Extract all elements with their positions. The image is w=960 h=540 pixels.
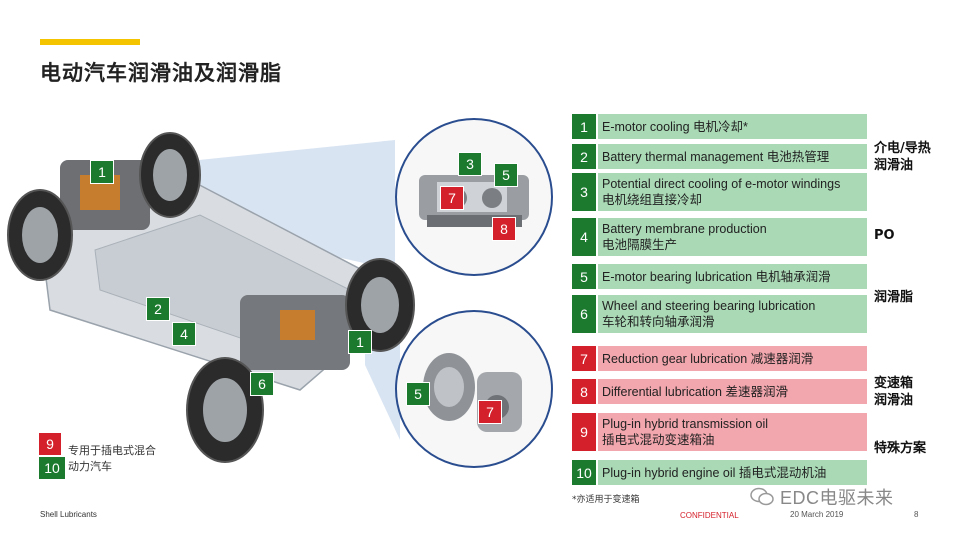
application-row-10: 10 Plug-in hybrid engine oil 插电式混动机油 [572,460,867,485]
callout-circle-motor-closeup [395,118,553,276]
row-cn: 插电式混动变速箱油 [602,433,715,447]
date-label: 20 March 2019 [790,510,844,519]
row-en: Plug-in hybrid transmission oil [602,417,769,431]
confidential-label: CONFIDENTIAL [680,511,739,520]
category-special-solutions: 特殊方案 [874,441,927,456]
footnote: *亦适用于变速箱 [572,495,640,505]
row-cn: 电机冷却* [693,119,748,134]
row-cn: 电机轴承润滑 [755,269,831,284]
row-en: Potential direct cooling of e-motor wind… [602,177,841,191]
application-row-2: 2 Battery thermal management 电池热管理 [572,144,867,169]
row-cn: 车轮和转向轴承润滑 [602,315,715,329]
row-en: Wheel and steering bearing lubrication [602,299,816,313]
application-row-9: 9 Plug-in hybrid transmission oil 插电式混动变速… [572,413,867,451]
accent-bar [40,39,140,45]
application-row-5: 5 E-motor bearing lubrication 电机轴承润滑 [572,264,867,289]
row-cn: 差速器润滑 [725,384,788,399]
circle-top-label-7: 7 [440,186,464,210]
ev-chassis-illustration [7,132,415,463]
row-number: 7 [572,346,596,371]
row-cn: 减速器润滑 [750,351,814,366]
row-number: 2 [572,144,596,169]
category-po: PO [874,228,895,243]
car-label-4: 4 [172,322,196,346]
row-number: 1 [572,114,596,139]
circle-top-label-5: 5 [494,163,518,187]
row-cn: 插电式混动机油 [738,465,827,480]
row-number: 10 [572,460,596,485]
row-number: 6 [572,295,596,333]
legend-text-9: 专用于插电式混合 [68,444,156,457]
legend-text-10: 动力汽车 [68,460,112,473]
brand-footer: Shell Lubricants [40,510,97,519]
circle-bottom-label-5: 5 [406,382,430,406]
row-number: 4 [572,218,596,256]
wechat-icon [750,487,774,506]
row-number: 3 [572,173,596,211]
category-transmission-fluid: 变速箱 润滑油 [874,376,914,408]
row-number: 8 [572,379,596,404]
category-grease: 润滑脂 [874,290,914,305]
legend-label-10: 10 [38,456,66,480]
car-label-1-rear: 1 [348,330,372,354]
car-label-6: 6 [250,372,274,396]
row-en: Plug-in hybrid engine oil [602,465,736,480]
application-row-3: 3 Potential direct cooling of e-motor wi… [572,173,867,211]
page-title: 电动汽车润滑油及润滑脂 [40,61,282,85]
application-row-4: 4 Battery membrane production 电池隔膜生产 [572,218,867,256]
row-en: E-motor cooling [602,119,690,134]
legend-label-9: 9 [38,432,62,456]
application-row-7: 7 Reduction gear lubrication 减速器润滑 [572,346,867,371]
row-en: Reduction gear lubrication [602,351,748,366]
row-en: Battery thermal management [602,149,764,164]
row-en: Battery membrane production [602,222,767,236]
watermark: EDC电驱未来 [750,484,894,510]
circle-top-label-3: 3 [458,152,482,176]
category-dielectric-fluid: 介电/导热 润滑油 [874,141,931,173]
circle-top-label-8: 8 [492,217,516,241]
car-label-2: 2 [146,297,170,321]
e-drive-unit-image [419,175,529,227]
circle-bottom-label-7: 7 [478,400,502,424]
application-row-1: 1 E-motor cooling 电机冷却* [572,114,867,139]
car-label-1-front: 1 [90,160,114,184]
page-number: 8 [914,510,919,519]
watermark-text: EDC电驱未来 [780,488,894,508]
row-cn: 电机绕组直接冷却 [602,193,703,207]
application-row-6: 6 Wheel and steering bearing lubrication… [572,295,867,333]
row-en: Differential lubrication [602,384,722,399]
row-en: E-motor bearing lubrication [602,269,753,284]
row-number: 5 [572,264,596,289]
application-row-8: 8 Differential lubrication 差速器润滑 [572,379,867,404]
row-cn: 电池隔膜生产 [602,238,678,252]
row-number: 9 [572,413,596,451]
row-cn: 电池热管理 [766,149,830,164]
